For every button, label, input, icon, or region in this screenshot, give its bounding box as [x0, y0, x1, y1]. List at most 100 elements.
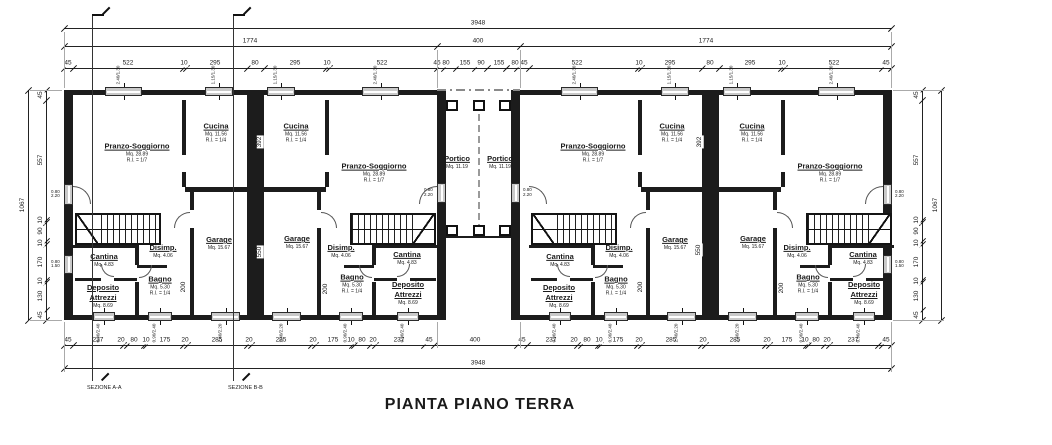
- staircase: [531, 213, 617, 245]
- wall: [374, 278, 397, 281]
- wall: [317, 228, 321, 315]
- extension-line: [437, 50, 438, 88]
- dimension-label: 175: [158, 336, 172, 344]
- room-name: Cantina: [849, 249, 877, 259]
- wall: [702, 90, 719, 320]
- room-name: Garage: [740, 233, 766, 243]
- dimension-label: 80: [250, 59, 260, 67]
- wall: [646, 192, 650, 210]
- dimension-label: 237: [544, 336, 558, 344]
- dimension-label: 20: [822, 336, 832, 344]
- room-name: Cantina: [546, 251, 574, 261]
- room-light-ratio: R.I. = 1/4: [341, 288, 363, 295]
- room-area: Mq. 11.56: [285, 131, 307, 138]
- window-opening: [397, 312, 419, 321]
- window-pane-line: [399, 316, 417, 318]
- window-opening: [795, 312, 819, 321]
- room-name: Cucina: [659, 121, 685, 131]
- wall: [828, 282, 832, 315]
- room-label: Disimp.Mq. 4.06: [149, 243, 176, 259]
- room-name: Cucina: [283, 121, 309, 131]
- portico-pillar: [473, 100, 485, 111]
- room-name: Bagno: [340, 272, 364, 282]
- window-opening: [93, 312, 115, 321]
- dimension-label: 20: [569, 336, 579, 344]
- dimension-label: 45: [63, 336, 73, 344]
- section-cut-line: [233, 14, 234, 381]
- window-size-label: 0.90/2.40: [151, 323, 157, 343]
- wall: [185, 187, 247, 192]
- extension-line: [30, 320, 62, 321]
- portico-pillar: [446, 100, 458, 111]
- room-name: Garage: [206, 234, 232, 244]
- window-pane-line: [269, 91, 293, 93]
- wall: [830, 278, 853, 281]
- room-light-ratio: R.I. = 1/4: [797, 288, 819, 295]
- extension-line: [520, 322, 521, 348]
- window-size-label: 1.15/1.30: [272, 65, 278, 85]
- room-name: Cantina: [393, 249, 421, 259]
- room-light-ratio: R.I. = 1/4: [149, 290, 171, 297]
- portico-pillar: [473, 225, 485, 236]
- room-name: Garage: [662, 234, 688, 244]
- door-swing-arc: [321, 212, 337, 228]
- room-area: Mq. 15.67: [285, 243, 309, 250]
- window-opening: [272, 312, 301, 321]
- dimension-label: 10: [594, 336, 604, 344]
- dimension-label: 45: [424, 336, 434, 344]
- wall: [591, 245, 595, 265]
- interior-dimension-label: 392: [255, 135, 264, 149]
- room-light-ratio: R.I. = 1/4: [605, 290, 627, 297]
- room-area: Mq. 8.69: [854, 299, 874, 306]
- dimension-label: 20: [180, 336, 190, 344]
- wall: [570, 278, 593, 281]
- dimension-label: 557: [36, 153, 45, 167]
- room-light-ratio: R.I. = 1/7: [363, 177, 385, 184]
- room-label: Disimp.Mq. 4.06: [783, 243, 810, 259]
- window-opening: [728, 312, 757, 321]
- dimension-label: 80: [510, 59, 520, 67]
- dimension-label: 45: [912, 90, 921, 100]
- dimension-label: 10: [322, 59, 332, 67]
- window-opening: [853, 312, 875, 321]
- section-cut-line: [92, 14, 93, 381]
- dimension-label: 20: [368, 336, 378, 344]
- room-area: Mq. 4.83: [853, 259, 873, 266]
- room-area: Mq. 11.19: [446, 163, 468, 170]
- room-light-ratio: R.I. = 1/4: [661, 137, 683, 144]
- plan-title: PIANTA PIANO TERRA: [384, 396, 576, 413]
- extension-line: [437, 322, 438, 348]
- wall: [317, 192, 321, 210]
- wall: [73, 245, 137, 248]
- wall: [372, 245, 376, 265]
- room-name: Deposito Attrezzi: [847, 280, 881, 299]
- dimension-label: 20: [244, 336, 254, 344]
- room-name: Pranzo-Soggiorno: [104, 141, 170, 151]
- dimension-label: 522: [121, 59, 135, 67]
- dimension-label: 522: [570, 59, 584, 67]
- dimension-label: 45: [881, 59, 891, 67]
- wall: [264, 187, 326, 192]
- dimension-label: 155: [492, 59, 506, 67]
- dimension-label: 3948: [469, 359, 487, 367]
- dimension-label: 10: [346, 336, 356, 344]
- window-pane-line: [606, 316, 626, 318]
- window-opening: [339, 312, 363, 321]
- window-pane-line: [887, 257, 889, 272]
- wall: [781, 172, 785, 187]
- room-area: Mq. 8.69: [398, 299, 418, 306]
- dimension-label: 1067: [18, 196, 27, 214]
- room-area: Mq. 4.06: [331, 252, 351, 259]
- window-opening: [667, 312, 696, 321]
- window-pane-line: [730, 316, 755, 318]
- dimension-line: [64, 28, 891, 29]
- section-flag: [92, 14, 104, 16]
- dimension-label: 285: [274, 336, 288, 344]
- dimension-line: [64, 368, 891, 369]
